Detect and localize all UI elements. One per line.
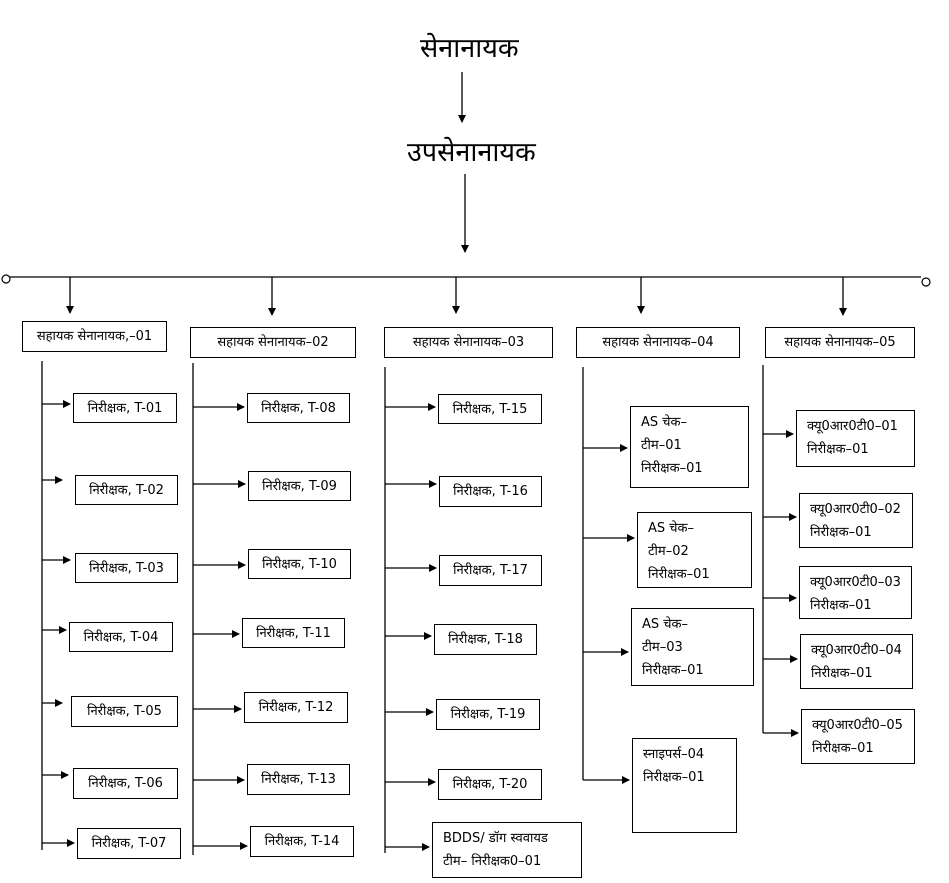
as-check-line: टीम–02	[648, 544, 689, 559]
snipers-box: स्नाइपर्स–04 निरीक्षक–01	[632, 738, 737, 833]
bdds-line: BDDS/ डॉग स्ववायड	[443, 831, 548, 846]
inspector-box: निरीक्षक, T-16	[439, 476, 542, 507]
as-check-line: निरीक्षक–01	[641, 461, 703, 476]
qrt-box: क्यू0आर0टी0–04 निरीक्षक–01	[800, 634, 913, 689]
head-box-3: सहायक सेनानायक–03	[384, 327, 553, 358]
bdds-line: टीम– निरीक्षक0–01	[443, 854, 542, 869]
qrt-box: क्यू0आर0टी0–01 निरीक्षक–01	[796, 410, 915, 467]
inspector-box: निरीक्षक, T-20	[438, 769, 542, 800]
as-check-line: AS चेक–	[641, 415, 688, 430]
as-check-line: टीम–03	[642, 640, 683, 655]
inspector-box: निरीक्षक, T-07	[77, 828, 181, 859]
qrt-line: निरीक्षक–01	[807, 442, 869, 457]
qrt-line: निरीक्षक–01	[810, 525, 872, 540]
inspector-box: निरीक्षक, T-12	[244, 692, 348, 723]
bdds-dog-squad-box: BDDS/ डॉग स्ववायड टीम– निरीक्षक0–01	[432, 822, 582, 878]
inspector-box: निरीक्षक, T-06	[73, 768, 178, 799]
head-box-5: सहायक सेनानायक–05	[765, 327, 915, 358]
inspector-box: निरीक्षक, T-18	[434, 624, 537, 655]
bus-end-right	[921, 277, 931, 287]
qrt-box: क्यू0आर0टी0–02 निरीक्षक–01	[799, 493, 913, 548]
inspector-box: निरीक्षक, T-08	[247, 393, 350, 423]
qrt-line: क्यू0आर0टी0–02	[810, 502, 901, 517]
as-check-team-box: AS चेक– टीम–03 निरीक्षक–01	[631, 608, 754, 686]
as-check-line: टीम–01	[641, 438, 682, 453]
inspector-box: निरीक्षक, T-04	[69, 622, 173, 652]
head-box-1: सहायक सेनानायक,–01	[22, 321, 167, 352]
root-title: सेनानायक	[420, 33, 519, 64]
deputy-title: उपसेनानायक	[407, 137, 536, 168]
head-box-4: सहायक सेनानायक–04	[576, 327, 740, 358]
qrt-line: क्यू0आर0टी0–01	[807, 419, 898, 434]
as-check-line: AS चेक–	[642, 617, 689, 632]
inspector-box: निरीक्षक, T-13	[247, 764, 350, 795]
qrt-box: क्यू0आर0टी0–05 निरीक्षक–01	[801, 709, 915, 764]
inspector-box: निरीक्षक, T-05	[71, 696, 178, 727]
inspector-box: निरीक्षक, T-19	[436, 699, 540, 730]
inspector-box: निरीक्षक, T-17	[439, 555, 542, 586]
qrt-line: क्यू0आर0टी0–05	[812, 718, 903, 733]
as-check-line: AS चेक–	[648, 521, 695, 536]
qrt-box: क्यू0आर0टी0–03 निरीक्षक–01	[799, 566, 912, 619]
qrt-line: क्यू0आर0टी0–04	[811, 643, 902, 658]
qrt-line: क्यू0आर0टी0–03	[810, 575, 901, 590]
snipers-line: निरीक्षक–01	[643, 770, 705, 785]
snipers-line: स्नाइपर्स–04	[643, 747, 705, 762]
inspector-box: निरीक्षक, T-09	[248, 471, 351, 501]
as-check-team-box: AS चेक– टीम–02 निरीक्षक–01	[637, 512, 752, 588]
qrt-line: निरीक्षक–01	[812, 741, 874, 756]
inspector-box: निरीक्षक, T-03	[75, 553, 178, 583]
qrt-line: निरीक्षक–01	[810, 598, 872, 613]
as-check-team-box: AS चेक– टीम–01 निरीक्षक–01	[630, 406, 749, 488]
head-box-2: सहायक सेनानायक–02	[190, 327, 356, 358]
as-check-line: निरीक्षक–01	[642, 663, 704, 678]
inspector-box: निरीक्षक, T-02	[75, 475, 178, 505]
bus-end-left	[1, 274, 11, 284]
as-check-line: निरीक्षक–01	[648, 567, 710, 582]
qrt-line: निरीक्षक–01	[811, 666, 873, 681]
inspector-box: निरीक्षक, T-14	[250, 826, 354, 857]
inspector-box: निरीक्षक, T-11	[242, 618, 345, 648]
inspector-box: निरीक्षक, T-15	[438, 394, 542, 424]
inspector-box: निरीक्षक, T-01	[73, 393, 177, 423]
inspector-box: निरीक्षक, T-10	[248, 549, 351, 579]
